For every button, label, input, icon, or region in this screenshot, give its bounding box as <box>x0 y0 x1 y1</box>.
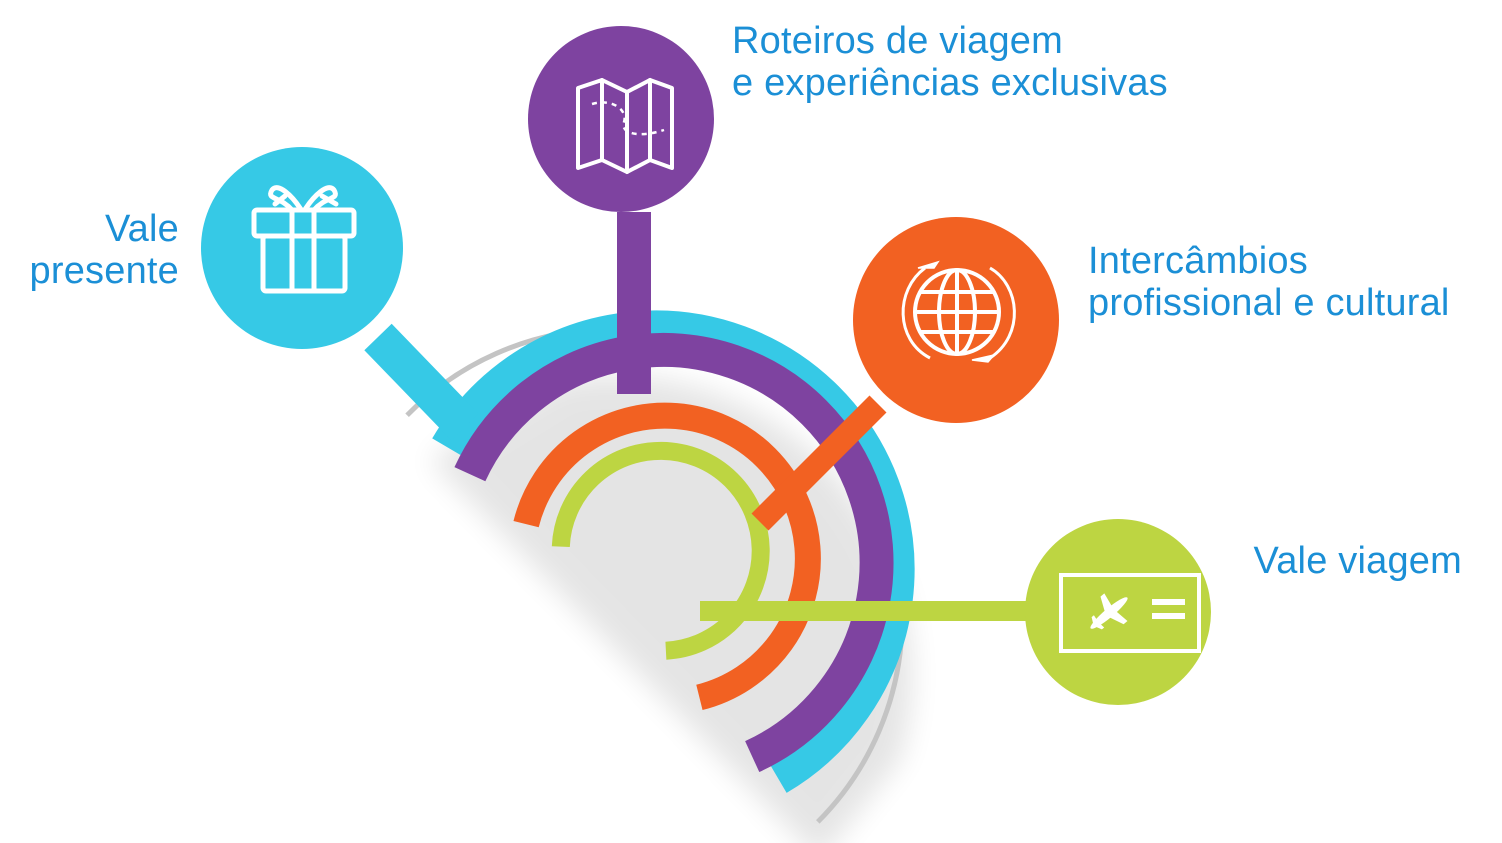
orange-arc <box>513 402 821 711</box>
lime-arc <box>551 441 770 660</box>
purple-arc <box>454 332 894 773</box>
circle-vale-viagem[interactable] <box>1025 519 1211 705</box>
airplane-ticket-icon <box>1059 573 1201 653</box>
gift-icon <box>251 185 357 294</box>
connector-vale-viagem <box>700 601 1030 621</box>
label-line: Intercâmbios <box>1088 240 1308 282</box>
label-line: Vale viagem <box>1253 540 1462 582</box>
label-line: Vale <box>104 208 179 250</box>
label-line: presente <box>29 250 179 292</box>
label-vale-presente: Vale presente <box>30 208 179 292</box>
map-icon <box>576 78 674 174</box>
label-line: Roteiros de viagem <box>732 20 1063 62</box>
connector-intercambios <box>751 395 887 531</box>
circle-roteiros[interactable] <box>528 26 714 212</box>
globe-icon <box>901 260 1016 363</box>
circle-vale-presente[interactable] <box>201 147 403 349</box>
label-line: e experiências exclusivas <box>732 62 1168 104</box>
connector-roteiros <box>617 212 651 394</box>
connector-vale-presente <box>364 323 479 441</box>
label-line: profissional e cultural <box>1088 282 1450 324</box>
airplane-icon <box>1090 593 1128 630</box>
label-vale-viagem: Vale viagem <box>1254 540 1463 582</box>
label-intercambios: Intercâmbios profissional e cultural <box>1088 240 1450 324</box>
label-roteiros: Roteiros de viagem e experiências exclus… <box>732 20 1168 104</box>
